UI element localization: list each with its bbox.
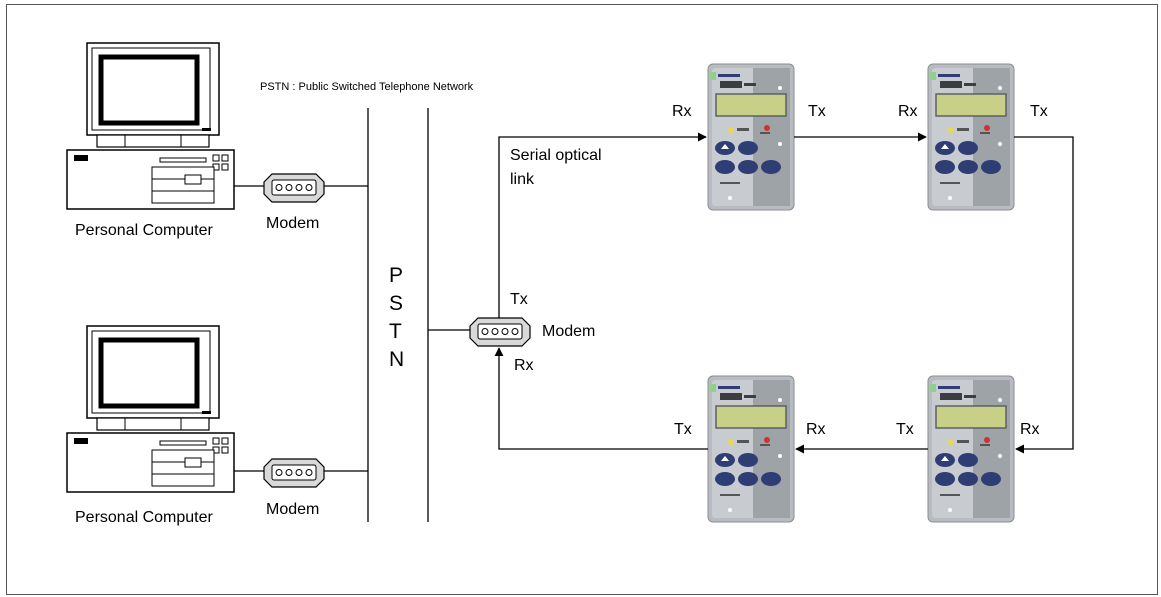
modem-1-icon bbox=[263, 173, 325, 203]
computer-2-label: Personal Computer bbox=[75, 509, 214, 526]
modem-3-tx-label: Tx bbox=[510, 291, 528, 308]
relay-1-rx-label: Rx bbox=[672, 103, 692, 120]
modem-1-label: Modem bbox=[266, 215, 319, 232]
pstn-title: PSTN : Public Switched Telephone Network bbox=[260, 81, 474, 93]
relay-4-tx-label: Tx bbox=[674, 421, 692, 438]
computer-1-label: Personal Computer bbox=[75, 222, 214, 239]
relay-4-icon bbox=[707, 375, 795, 523]
relay-1-icon bbox=[707, 63, 795, 211]
relay-3-tx-label: Tx bbox=[896, 421, 914, 438]
link-relay4-to-modem bbox=[494, 347, 708, 450]
modem-3-label: Modem bbox=[542, 323, 595, 340]
modem-2-icon bbox=[263, 458, 325, 488]
relay-3-rx-label: Rx bbox=[1020, 421, 1040, 438]
link-relay2-to-relay3 bbox=[1014, 136, 1074, 454]
relay-4-rx-label: Rx bbox=[806, 421, 826, 438]
computer-1-icon bbox=[67, 43, 234, 209]
modem-2-label: Modem bbox=[266, 501, 319, 518]
pstn-letter-n: N bbox=[389, 348, 404, 371]
pstn-letter-t: T bbox=[389, 320, 402, 343]
pstn-letter-s: S bbox=[389, 292, 403, 315]
modem-3-icon bbox=[469, 317, 531, 347]
link-modem-to-relay1 bbox=[498, 132, 707, 318]
relay-2-tx-label: Tx bbox=[1030, 103, 1048, 120]
modem-3-rx-label: Rx bbox=[514, 357, 534, 374]
relay-2-icon bbox=[927, 63, 1015, 211]
computer-2-icon bbox=[67, 326, 234, 492]
serial-link-label-line2: link bbox=[510, 171, 535, 188]
relay-3-icon bbox=[927, 375, 1015, 523]
relay-2-rx-label: Rx bbox=[898, 103, 918, 120]
relay-1-tx-label: Tx bbox=[808, 103, 826, 120]
pstn-letter-p: P bbox=[389, 264, 403, 287]
serial-link-label-line1: Serial optical bbox=[510, 147, 602, 164]
